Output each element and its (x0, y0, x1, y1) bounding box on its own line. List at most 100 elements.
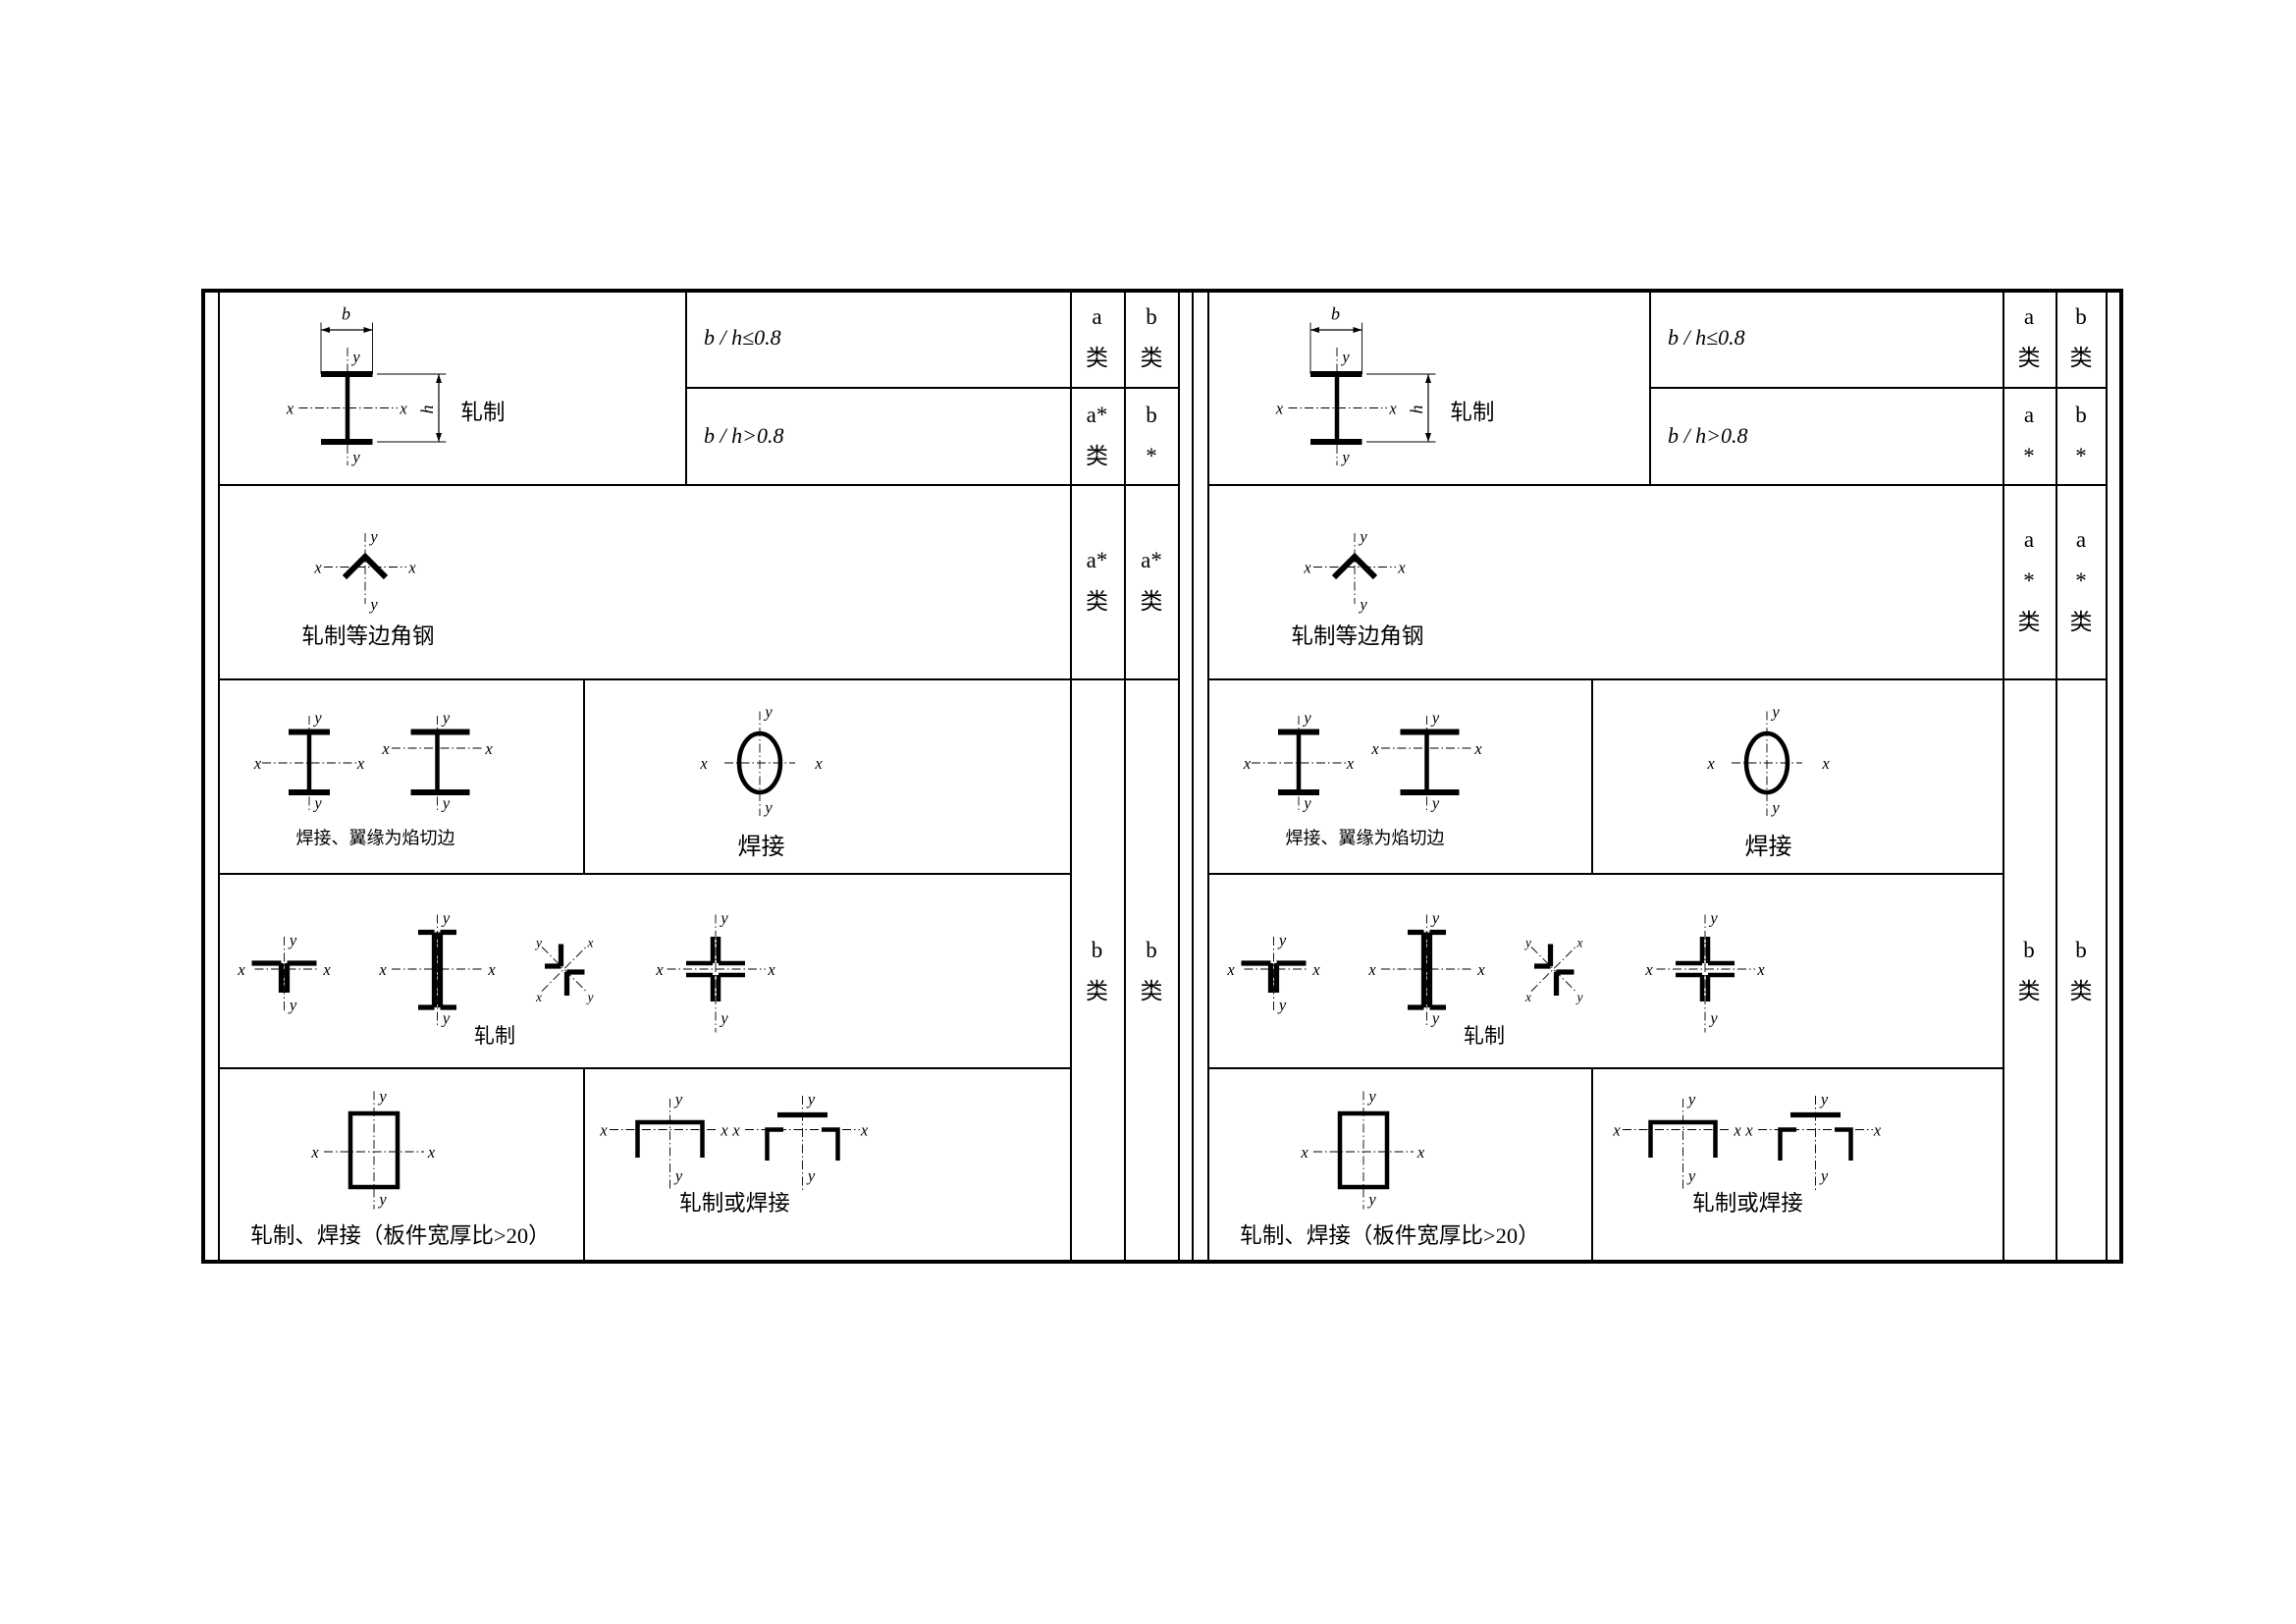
grid-line (218, 678, 1179, 680)
class-y-cell-line: 类 (2069, 979, 2093, 1003)
grid-line (1207, 873, 2002, 875)
figure-label: 轧制等边角钢 (1291, 624, 1423, 649)
figure-label: x (484, 739, 493, 758)
class-y-cell-line: b (2075, 402, 2087, 427)
figure-label: y (1575, 990, 1583, 1004)
figure-label: 焊接、翼缘为焰切边 (296, 829, 455, 848)
figure-label: y (1430, 909, 1440, 928)
figure-label: x (599, 1121, 608, 1140)
panel-divider (1192, 289, 1194, 1264)
class-x-cell-line: 类 (2017, 610, 2041, 634)
figure-label: y (719, 1009, 728, 1028)
channel-section (1778, 1127, 1796, 1161)
figure-label: x (322, 960, 331, 979)
figure-label: x (655, 960, 664, 979)
class-y-cell-line: b (1146, 938, 1157, 962)
class-x-cell-line: * (2023, 568, 2035, 593)
figure-label: 轧制、焊接（板件宽厚比>20） (250, 1223, 550, 1248)
class-y-cell-line: 类 (2069, 610, 2093, 634)
figure-label: b (342, 304, 350, 324)
figure-label: x (356, 754, 365, 773)
figure-label: 焊接 (738, 834, 785, 860)
figure-label: y (1819, 1166, 1829, 1185)
figure-label: x (1370, 739, 1379, 758)
figure-label: y (1340, 448, 1350, 466)
channel-section (765, 1127, 783, 1161)
figure-label: x (1576, 936, 1583, 950)
class-x-cell: a*类 (1070, 387, 1124, 484)
grid-line (583, 1067, 585, 1264)
grid-line (218, 289, 220, 1264)
figure-label: y (719, 909, 728, 928)
figure-label: x (587, 936, 594, 950)
class-x-cell-line: b (2023, 938, 2035, 962)
class-x-cell-line: a (1092, 304, 1102, 329)
figure-label: x (1821, 754, 1830, 773)
class-y-cell-line: b (2075, 938, 2087, 962)
condition-bh-gt-0.8: b / h>0.8 (704, 422, 784, 448)
class-x-cell-line: 类 (1086, 346, 1108, 370)
class-x-cell-line: 类 (2017, 346, 2041, 370)
figure-label: x (1416, 1143, 1425, 1162)
figure-label: y (1770, 703, 1780, 722)
figure-label: x (1524, 990, 1531, 1004)
figure-label: y (368, 595, 378, 614)
class-y-cell-line: a (2075, 527, 2087, 552)
figure-label: x (237, 960, 245, 979)
class-y-cell-line: b (2075, 304, 2087, 329)
grid-line (2106, 289, 2108, 1264)
grid-line (1178, 289, 1180, 1264)
figure-label: y (1277, 931, 1287, 949)
figure-label: x (1612, 1121, 1621, 1140)
class-y-cell-line: * (2075, 568, 2087, 593)
figure-line (1530, 947, 1576, 992)
grid-line (1207, 484, 2107, 486)
figure-label: y (763, 703, 773, 722)
grid-line (1649, 289, 1651, 484)
figure-label: x (399, 400, 407, 418)
figure-label: x (720, 1121, 728, 1140)
figure-label: y (673, 1090, 683, 1109)
figure-label: y (1523, 936, 1531, 950)
grid-line (218, 873, 1070, 875)
figure-label: x (1756, 960, 1765, 979)
figure-label: b (1331, 304, 1340, 324)
grid-line (583, 678, 585, 873)
figure-label: x (313, 559, 322, 577)
grid-line (1591, 678, 1593, 873)
figure-label: y (1358, 527, 1367, 546)
class-y-cell-line: b (1146, 304, 1157, 329)
channel-section (821, 1127, 840, 1161)
figure-label: y (368, 527, 378, 546)
class-x-cell-line: b (1091, 938, 1103, 962)
class-y-cell: b* (2056, 387, 2107, 484)
figure-label: y (441, 1009, 451, 1028)
class-y-cell: a * 类 (2056, 484, 2107, 678)
figure-label: x (535, 990, 542, 1004)
class-x-cell: a* (2002, 387, 2056, 484)
figure-label: x (699, 754, 708, 773)
figure-label: x (1744, 1121, 1753, 1140)
figure-label: x (814, 754, 823, 773)
figure-label: y (441, 909, 451, 928)
figure-label: y (377, 1190, 387, 1209)
figure-label: y (534, 936, 542, 950)
figure-label: 轧制 (1451, 401, 1495, 425)
figure-label: y (1430, 1009, 1440, 1028)
grid-line (685, 289, 687, 484)
figure-label: x (427, 1143, 436, 1162)
figure-label: x (731, 1121, 740, 1140)
figure-label: x (1226, 960, 1235, 979)
figure-label: y (1770, 798, 1780, 817)
figure-label: y (441, 794, 451, 813)
figure-label: x (1311, 960, 1320, 979)
class-y-cell-line: a* (1141, 548, 1162, 572)
figure-label: y (1819, 1090, 1829, 1109)
figure-label: x (767, 960, 775, 979)
figure-label: x (407, 559, 416, 577)
figure-label: y (1366, 1087, 1376, 1106)
figure-label: y (1358, 595, 1367, 614)
figure-label: y (1302, 709, 1311, 728)
